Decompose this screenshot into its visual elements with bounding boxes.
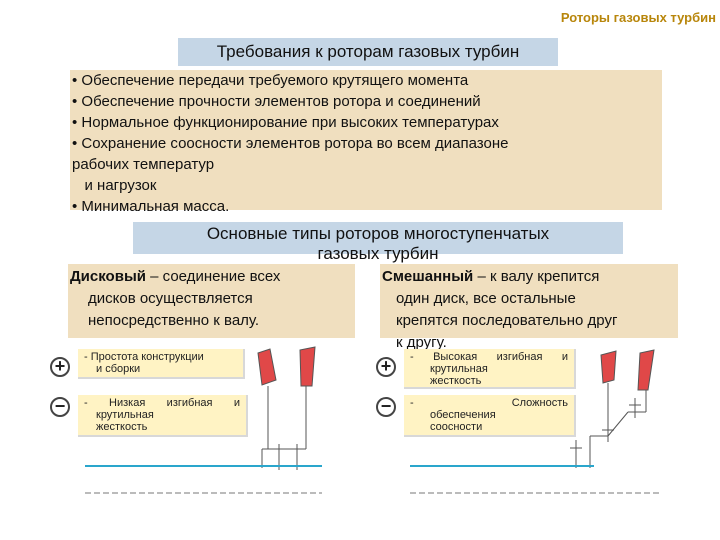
types-title-line1: Основные типы роторов многоступенчатых — [206, 224, 550, 243]
mixed-type-line2: один диск, все остальные — [396, 290, 576, 307]
note-line: - Низкая изгибная и — [84, 397, 240, 409]
mixed-type-line1: Смешанный – к валу крепится — [382, 266, 670, 288]
mixed-type-desc: – к валу крепится — [473, 268, 600, 285]
blade-left-1 — [257, 348, 277, 386]
note-line: крутильная — [96, 409, 154, 421]
note-line: - Высокая изгибная и — [410, 351, 568, 363]
mixed-type-name: Смешанный — [382, 268, 474, 285]
note-line-text: Сложность — [511, 397, 568, 409]
types-title-line2: газовых турбин — [317, 244, 439, 263]
requirement-item: • Нормальное функционирование при высоки… — [72, 114, 499, 131]
requirements-box: • Обеспечение передачи требуемого крутящ… — [70, 70, 662, 215]
disk-disadvantages-note: - Низкая изгибная и крутильная жесткость — [78, 395, 248, 437]
note-line: жесткость — [430, 375, 482, 387]
requirements-title: Требования к роторам газовых турбин — [178, 38, 558, 66]
mixed-disadvantages-note: -Сложность обеспечения соосности — [404, 395, 576, 437]
requirement-item: • Минимальная масса. — [72, 198, 230, 215]
plus-icon: + — [50, 357, 70, 377]
requirement-item: и нагрузок — [72, 177, 157, 194]
requirement-item: • Сохранение соосности элементов ротора … — [72, 135, 509, 152]
disk-rotor-diagram — [85, 346, 322, 494]
mixed-rotor-diagram — [410, 349, 660, 494]
minus-icon: − — [376, 397, 396, 417]
plus-icon: + — [376, 357, 396, 377]
requirement-item: • Обеспечение передачи требуемого крутящ… — [72, 72, 469, 89]
note-line: обеспечения — [430, 409, 496, 421]
note-line: -Сложность — [410, 397, 568, 409]
mixed-type-line4: к другу. — [396, 334, 447, 351]
header-title: Роторы газовых турбин — [560, 10, 716, 25]
mixed-type-box: Смешанный – к валу крепится один диск, в… — [380, 264, 678, 351]
blade-right-2 — [637, 349, 655, 391]
mixed-advantages-note: - Высокая изгибная и крутильная жесткост… — [404, 349, 576, 389]
blade-left-2 — [299, 346, 316, 387]
disk-type-name: Дисковый — [70, 268, 146, 285]
disk-type-box: Дисковый – соединение всех дисков осущес… — [68, 264, 355, 338]
mixed-type-line3: крепятся последовательно друг — [396, 312, 618, 329]
requirement-item: • Обеспечение прочности элементов ротора… — [72, 93, 481, 110]
types-title: Основные типы роторов многоступенчатых г… — [133, 222, 623, 263]
disk-type-line1: Дисковый – соединение всех — [70, 266, 347, 288]
blade-right-1 — [600, 350, 617, 384]
disk-type-line2: дисков осуществляется — [88, 290, 253, 307]
note-line: крутильная — [430, 363, 488, 375]
note-line: - Простота конструкции — [84, 351, 204, 363]
disk-type-desc: – соединение всех — [145, 268, 281, 285]
note-line: жесткость — [96, 421, 148, 433]
requirement-item: рабочих температур — [72, 156, 215, 173]
disk-type-line3: непосредственно к валу. — [88, 312, 260, 329]
disk-advantages-note: - Простота конструкции и сборки — [78, 349, 245, 379]
note-line: и сборки — [96, 363, 141, 375]
minus-icon: − — [50, 397, 70, 417]
note-line: соосности — [430, 421, 483, 433]
